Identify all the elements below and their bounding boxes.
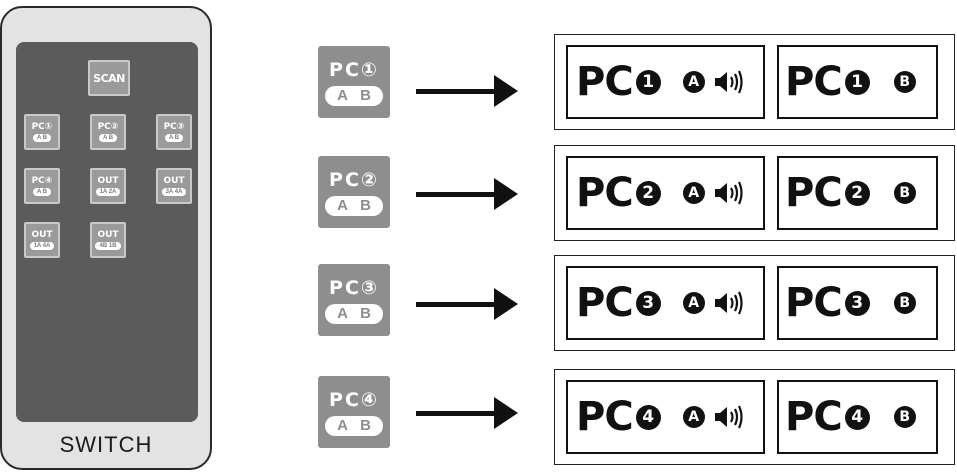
a-badge: A [682,406,705,428]
pc1-button[interactable]: PC① A B [318,46,390,118]
output-box-a: PC 2 A [566,156,765,230]
remote-button-sublabel: A B [98,133,118,142]
remote-button-sublabel: 4B 1B [95,241,121,250]
a-label: A [337,304,348,322]
remote-button-label: OUT [31,229,53,240]
pc-number-badge: 4 [635,404,661,430]
remote-pc1-button[interactable]: PC① A B [24,114,60,150]
remote-button-label: OUT [163,175,185,186]
remote-button-label: PC① [31,121,53,132]
ab-selector: A B [325,195,383,216]
remote-pc2-button[interactable]: PC② A B [90,114,126,150]
output-box-a: PC 4 A [566,380,765,454]
pc-button-label: PC① [329,58,379,81]
output-box-b: PC 1 B [777,45,938,119]
remote-button-label: PC② [97,121,119,132]
remote-button-label: PC④ [31,175,53,186]
remote-button-label: OUT [97,229,119,240]
b-label: B [360,196,371,214]
output-pc-label: PC [785,394,843,440]
remote-button-panel: SCAN PC① A B PC② A B PC③ A B PC④ A B OUT… [16,42,198,422]
pc-number-badge: 2 [844,180,870,206]
remote-button-sublabel: 3A 4A [161,187,187,196]
output-row-pc1: PC 1 A PC 1 B [554,34,955,130]
output-row-pc2: PC 2 A PC 2 B [554,145,955,241]
a-badge: A [682,71,705,93]
output-pc-label: PC [576,170,634,216]
output-row-pc3: PC 3 A PC 3 B [554,255,955,351]
remote-button-sublabel: A B [32,133,52,142]
remote-out-button[interactable]: OUT 4B 1B [90,222,126,258]
scan-button[interactable]: SCAN [88,60,130,96]
a-label: A [337,86,348,104]
remote-button-sublabel: A B [32,187,52,196]
a-label: A [337,196,348,214]
remote-button-label: PC③ [163,121,185,132]
ab-selector: A B [325,85,383,106]
a-badge: A [682,182,705,204]
output-pc-label: PC [576,394,634,440]
speaker-icon [714,291,743,315]
remote-button-label: OUT [97,175,119,186]
right-arrow-icon [416,178,518,210]
b-badge: B [893,71,916,93]
pc-number-badge: 1 [844,69,870,95]
right-arrow-icon [416,288,518,320]
remote-pc3-button[interactable]: PC③ A B [156,114,192,150]
a-label: A [337,416,348,434]
speaker-icon [714,181,743,205]
pc-number-badge: 1 [635,69,661,95]
output-pc-label: PC [785,59,843,105]
remote-control: SCAN PC① A B PC② A B PC③ A B PC④ A B OUT… [0,6,212,470]
speaker-icon [714,70,743,94]
remote-button-sublabel: 1A 2A [95,187,121,196]
pc-button-label: PC④ [329,388,379,411]
output-pc-label: PC [576,59,634,105]
remote-out-button[interactable]: OUT 1A 4A [24,222,60,258]
output-pc-label: PC [576,280,634,326]
ab-selector: A B [325,303,383,324]
output-box-a: PC 1 A [566,45,765,119]
remote-out-button[interactable]: OUT 3A 4A [156,168,192,204]
output-pc-label: PC [785,280,843,326]
remote-pc4-button[interactable]: PC④ A B [24,168,60,204]
output-box-a: PC 3 A [566,266,765,340]
pc-number-badge: 2 [635,180,661,206]
output-box-b: PC 4 B [777,380,938,454]
output-pc-label: PC [785,170,843,216]
a-badge: A [682,292,705,314]
speaker-icon [714,405,743,429]
pc-number-badge: 3 [635,290,661,316]
pc-number-badge: 3 [844,290,870,316]
pc2-button[interactable]: PC② A B [318,156,390,228]
b-badge: B [893,406,916,428]
b-label: B [360,304,371,322]
remote-button-sublabel: 1A 4A [29,241,55,250]
pc3-button[interactable]: PC③ A B [318,264,390,336]
remote-label: SWITCH [59,432,153,457]
b-badge: B [893,292,916,314]
right-arrow-icon [416,397,518,429]
b-badge: B [893,182,916,204]
scan-label: SCAN [93,71,125,85]
ab-selector: A B [325,415,383,436]
b-label: B [360,86,371,104]
b-label: B [360,416,371,434]
output-row-pc4: PC 4 A PC 4 B [554,369,955,465]
right-arrow-icon [416,75,518,107]
pc-button-label: PC② [329,168,379,191]
pc-button-label: PC③ [329,276,379,299]
output-box-b: PC 2 B [777,156,938,230]
pc-number-badge: 4 [844,404,870,430]
pc4-button[interactable]: PC④ A B [318,376,390,448]
remote-button-sublabel: A B [164,133,184,142]
remote-out-button[interactable]: OUT 1A 2A [90,168,126,204]
output-box-b: PC 3 B [777,266,938,340]
